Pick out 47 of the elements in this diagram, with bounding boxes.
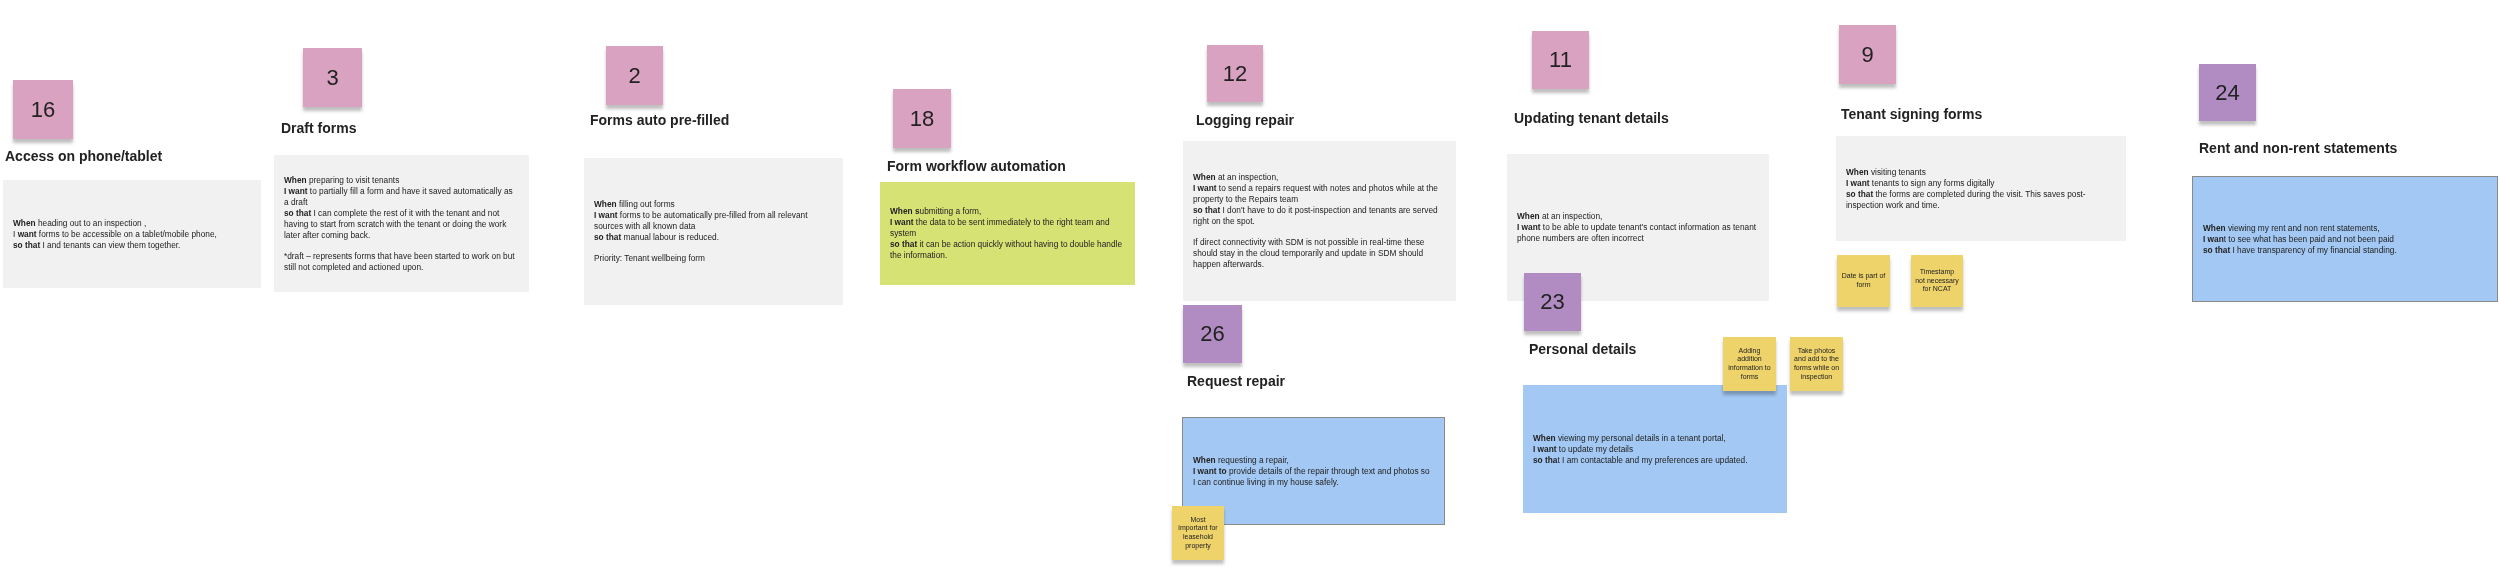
user-story-text: When viewing my rent and non rent statements, <box>2203 222 2381 234</box>
card-title: Rent and non-rent statements <box>2199 140 2398 156</box>
priority-sticky-note: 11 <box>1532 31 1589 89</box>
user-story-text: I want forms to be accessible on a tablet/mobile phone, <box>13 228 218 240</box>
card-title: Draft forms <box>281 120 357 136</box>
card-title: Tenant signing forms <box>1841 106 1983 122</box>
user-story-text: so that I and tenants can view them together. <box>13 239 182 251</box>
user-story-text: so that the forms are completed during the visit. This saves post-inspection work and time. <box>1846 188 2087 211</box>
card-title: Updating tenant details <box>1514 110 1669 126</box>
priority-sticky-note: 9 <box>1839 25 1896 84</box>
card-title: Request repair <box>1187 373 1286 389</box>
priority-sticky-note: 23 <box>1524 273 1581 331</box>
user-story-text: I want to update my details <box>1533 443 1635 455</box>
user-story-text: When viewing my personal details in a tenant portal, <box>1533 432 1727 444</box>
priority-sticky-note: 3 <box>303 48 362 107</box>
priority-sticky-note: 18 <box>893 89 951 148</box>
user-story-text: so that manual labour is reduced. <box>594 232 720 243</box>
user-story-text: I want to see what has been paid and not been paid <box>2203 233 2395 245</box>
user-story-text: so that it can be action quickly without having to double handle the information. <box>890 239 1123 261</box>
user-story-text: When heading out to an inspection , <box>13 217 148 229</box>
user-story-text: When visiting tenants <box>1846 166 1927 178</box>
card-title: Access on phone/tablet <box>5 148 163 164</box>
card-title: Personal details <box>1529 341 1637 357</box>
priority-sticky-note: 2 <box>606 46 663 105</box>
user-story-text: so that I don't have to do it post-inspection and tenants are served right on the spot. <box>1193 205 1439 227</box>
user-story-text: I want to provide details of the repair through text and photos so I can continue living in my house safely. <box>1193 465 1431 488</box>
card-title: Forms auto pre-filled <box>590 112 730 128</box>
user-story-text: If direct connectivity with SDM is not possible in real-time these should stay in the cloud temporarily and update in SDM should happen afterwards. <box>1193 237 1426 270</box>
user-story-text: When at an inspection, <box>1193 172 1280 183</box>
user-story-text: When preparing to visit tenants <box>284 174 401 186</box>
card-title: Form workflow automation <box>887 158 1066 174</box>
user-story-text: I want to be able to update tenant's contact information as tenant phone numbers are often incorrect <box>1517 222 1758 244</box>
user-story-text: so that I am contactable and my preferences are updated. <box>1533 454 1749 466</box>
user-story-text: so that I can complete the rest of it with the tenant and not having to start from scratch with the tenant or doing the work later after coming back. <box>284 207 508 241</box>
card-title: Logging repair <box>1196 112 1294 128</box>
user-story-text: I want tenants to sign any forms digitally <box>1846 177 1996 189</box>
user-story-text: When submitting a form, <box>890 206 983 217</box>
priority-sticky-note: 24 <box>2199 64 2256 121</box>
user-story-text: When requesting a repair, <box>1193 454 1290 466</box>
user-story-text: When filling out forms <box>594 199 676 210</box>
user-story-text: Priority: Tenant wellbeing form <box>594 253 706 264</box>
priority-sticky-note: 12 <box>1207 45 1263 102</box>
user-story-text: *draft – represents forms that have been started to work on but still not completed and actioned upon. <box>284 250 516 273</box>
priority-sticky-note: 16 <box>13 80 73 139</box>
user-story-text: so that I have transparency of my financial standing. <box>2203 244 2398 256</box>
priority-sticky-note: 26 <box>1183 305 1242 363</box>
user-story-text: When at an inspection, <box>1517 211 1604 222</box>
